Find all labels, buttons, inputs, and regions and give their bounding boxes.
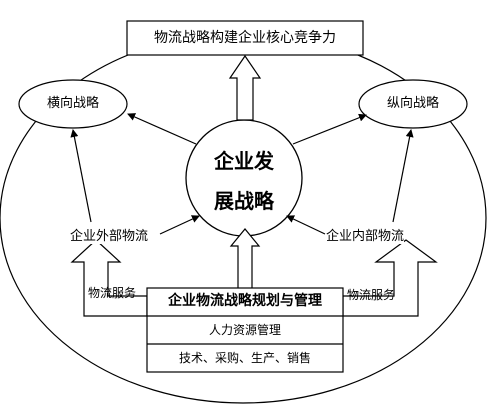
left-strategy-label: 横向战略 <box>46 96 99 111</box>
left-service-arrow <box>70 239 148 317</box>
external-to-center-arrow <box>159 215 200 235</box>
planning-row-hr: 人力资源管理 <box>208 323 281 337</box>
right-service-label: 物流服务 <box>347 288 396 302</box>
center-to-right-strategy-arrow <box>292 113 367 145</box>
right-strategy-label: 纵向战略 <box>386 96 439 111</box>
center-to-left-strategy-arrow <box>127 113 197 145</box>
planning-title: 企业物流战略规划与管理 <box>168 293 322 309</box>
top-goal-label: 物流战略构建企业核心竞争力 <box>154 30 336 46</box>
external-logistics-label: 企业外部物流 <box>70 229 149 244</box>
planning-box <box>146 287 344 373</box>
center-label-line1: 企业发 <box>214 149 274 173</box>
planning-to-center-arrow <box>229 228 261 291</box>
right-service-arrow <box>342 239 438 317</box>
right-strategy-ellipse <box>358 79 468 129</box>
internal-to-right-strategy-arrow <box>392 129 414 223</box>
center-label-line2: 展战略 <box>214 189 274 213</box>
internal-to-center-arrow <box>286 215 326 235</box>
planning-row-functions: 技术、采购、生产、销售 <box>178 351 311 365</box>
center-circle <box>185 119 303 237</box>
center-to-goal-arrow <box>228 54 262 121</box>
left-service-label: 物流服务 <box>88 286 137 300</box>
external-to-left-strategy-arrow <box>70 129 92 223</box>
internal-logistics-label: 企业内部物流 <box>326 229 405 244</box>
left-strategy-ellipse <box>18 79 128 129</box>
